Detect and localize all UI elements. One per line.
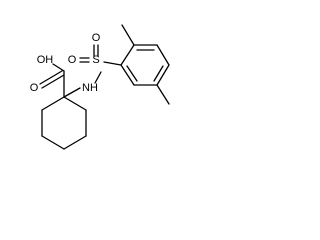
molecule-structure: OH O S O O NH xyxy=(30,24,170,150)
bond xyxy=(121,24,135,46)
carbonyl-oxygen-label: O xyxy=(30,82,39,94)
sulfonyl-oxygen-left: O xyxy=(68,54,77,66)
sulfonamide-group xyxy=(63,44,122,98)
hydroxyl-label: OH xyxy=(37,54,54,66)
bond xyxy=(39,70,63,85)
bond xyxy=(63,135,87,150)
bond xyxy=(103,61,122,66)
benzene-ring xyxy=(120,44,170,86)
bond xyxy=(94,71,102,84)
methyl-groups xyxy=(121,24,170,105)
sulfonyl-oxygen-top: O xyxy=(92,32,101,44)
bond xyxy=(156,64,170,86)
bond xyxy=(126,65,138,82)
bond xyxy=(52,63,65,72)
bond xyxy=(156,44,170,66)
carboxylic-acid-group xyxy=(39,63,65,98)
bond xyxy=(63,96,87,111)
cyclohexane-ring xyxy=(41,96,87,150)
bond xyxy=(41,96,65,111)
bond xyxy=(41,135,65,150)
sulfur-label: S xyxy=(92,54,99,66)
amine-nh-label: NH xyxy=(82,82,98,94)
bond xyxy=(120,64,135,86)
bond xyxy=(41,74,65,89)
bond xyxy=(156,84,170,105)
bond xyxy=(63,87,81,98)
atom-labels: OH O S O O NH xyxy=(30,32,101,94)
bond xyxy=(120,44,135,66)
bond xyxy=(153,65,164,82)
